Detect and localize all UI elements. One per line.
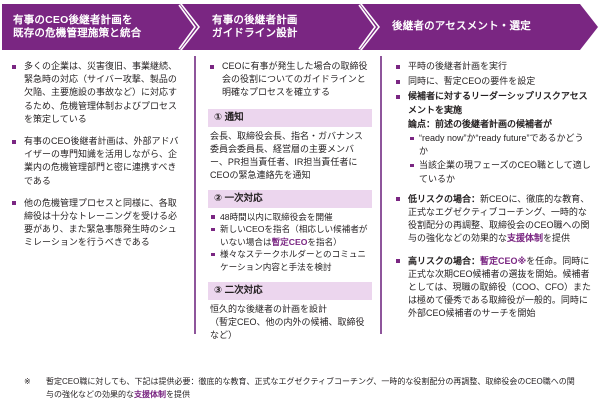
column-integration: 多くの企業は、災害復旧、事業継続、緊急時の対応（サイバー攻撃、製品の欠陥、主要施… (2, 56, 194, 352)
step-notification: ① 通知 会長、取締役会長、指名・ガバナンス委員会委員長、経営層の主要メンバー、… (208, 108, 372, 182)
phase-banner-3-label: 後継者のアセスメント・選定 (392, 20, 531, 33)
column-divider-1 (194, 56, 196, 334)
highlight-term: 支援体制 (507, 233, 544, 244)
phase-banner-1-label: 有事のCEO後継者計画を 既存の危機管理施策と統合 (13, 13, 142, 40)
list-item: 低リスクの場合：新CEOに、徹底的な教育、正式なエグゼクティブコーチング、一時的… (394, 193, 592, 246)
step-primary-response-body: 48時間以内に取締役会を開催 新しいCEOを指名（相応しい候補者がいない場合は暫… (208, 208, 372, 274)
list-item: 平時の後継者計画を実行 (394, 60, 592, 73)
column-divider-2 (380, 56, 382, 334)
footnote-marker: ※ (24, 377, 31, 386)
list-item-text-bold: 候補者に対するリーダーシップリスクアセスメントを実施 (408, 91, 588, 115)
step-primary-response-list: 48時間以内に取締役会を開催 新しいCEOを指名（相応しい候補者がいない場合は暫… (210, 211, 370, 274)
list-item: 候補者に対するリーダーシップリスクアセスメントを実施 論点：前述の後継者計画の候… (394, 90, 592, 185)
list-item: CEOに有事が発生した場合の取締役会の役割についてのガイドラインと明確なプロセス… (208, 60, 372, 100)
step-secondary-response-header: ③ 二次対応 (208, 281, 372, 300)
phase-banner-2[interactable]: 有事の後継者計画 ガイドライン設計 (182, 4, 378, 50)
step-notification-body: 会長、取締役会長、指名・ガバナンス委員会委員長、経営層の主要メンバー、PR担当責… (208, 127, 372, 182)
risk-scenario-list: 低リスクの場合：新CEOに、徹底的な教育、正式なエグゼクティブコーチング、一時的… (394, 193, 592, 321)
list-item: 当該企業の現フェーズのCEO職として適しているか (408, 159, 592, 185)
step-notification-text: 会長、取締役会長、指名・ガバナンス委員会委員長、経営層の主要メンバー、PR担当責… (210, 130, 363, 180)
step-secondary-response: ③ 二次対応 恒久的な後継者の計画を設計 （暫定CEO、他の内外の候補、取締役な… (208, 281, 372, 342)
risk-label-low: 低リスクの場合： (408, 193, 481, 204)
list-item: “ready now”か“ready future”であるかどうか (408, 132, 592, 158)
column2-intro-list: CEOに有事が発生した場合の取締役会の役割についてのガイドラインと明確なプロセス… (208, 60, 372, 100)
phase-banner-2-label: 有事の後継者計画 ガイドライン設計 (212, 13, 298, 40)
list-item: 他の危機管理プロセスと同様に、各取締役は十分なトレーニングを受ける必要があり、ま… (10, 197, 184, 250)
step-secondary-response-text: 恒久的な後継者の計画を設計 （暫定CEO、他の内外の候補、取締役など） (210, 303, 365, 340)
phase-banner-1[interactable]: 有事のCEO後継者計画を 既存の危機管理施策と統合 (2, 4, 198, 50)
list-item-text-pre: 新しいCEOを指名（相応しい候補者がいない場合は (220, 224, 368, 247)
phase-banner-3[interactable]: 後継者のアセスメント・選定 (362, 4, 598, 50)
footnote-text: 暫定CEO職に対しても、下記は提供必要：徹底的な教育、正式なエグゼクティブコーチ… (46, 376, 580, 401)
list-item: 有事のCEO後継者計画は、外部アドバイザーの専門知識を活用しながら、企業内の危機… (10, 135, 184, 188)
list-item: 新しいCEOを指名（相応しい候補者がいない場合は暫定CEOを指名） (210, 223, 370, 248)
list-item: 高リスクの場合：暫定CEO※を任命。同時に正式な次期CEO候補者の選抜を開始。候… (394, 255, 592, 321)
step-primary-response: ② 一次対応 48時間以内に取締役会を開催 新しいCEOを指名（相応しい候補者が… (208, 189, 372, 274)
list-item-text-post: を指名） (307, 236, 342, 247)
column1-bullet-list: 多くの企業は、災害復旧、事業継続、緊急時の対応（サイバー攻撃、製品の欠陥、主要施… (10, 60, 184, 250)
step-notification-header: ① 通知 (208, 108, 372, 127)
list-item: 様々なステークホルダーとのコミュニケーション内容と手法を検討 (210, 248, 370, 273)
issue-label: 論点：前述の後継者計画の候補者が (408, 118, 553, 129)
risk-label-high: 高リスクの場合： (408, 255, 481, 266)
issue-sub-list: “ready now”か“ready future”であるかどうか 当該企業の現… (408, 132, 592, 186)
list-item-text-pre: 様々なステークホルダーとのコミュニケーション内容と手法を検討 (220, 249, 367, 272)
list-item-text-pre: 48時間以内に取締役会を開催 (220, 211, 333, 222)
risk-text-post: を任命。同時に正式な次期CEO候補者の選抜を開始。候補者としては、現職の取締役（… (408, 255, 592, 319)
risk-text-post: を提供 (543, 233, 571, 244)
highlight-term: 支援体制 (134, 389, 166, 399)
highlight-term: 暫定CEO (271, 236, 308, 247)
list-item: 48時間以内に取締役会を開催 (210, 211, 370, 224)
content-columns: 多くの企業は、災害復旧、事業継続、緊急時の対応（サイバー攻撃、製品の欠陥、主要施… (0, 52, 600, 352)
list-item: 多くの企業は、災害復旧、事業継続、緊急時の対応（サイバー攻撃、製品の欠陥、主要施… (10, 60, 184, 126)
column-assessment: 平時の後継者計画を実行 同時に、暫定CEOの要件を設定 候補者に対するリーダーシ… (380, 56, 598, 352)
footnote: ※ 暫定CEO職に対しても、下記は提供必要：徹底的な教育、正式なエグゼクティブコ… (0, 372, 600, 409)
highlight-term: 暫定CEO※ (480, 255, 527, 266)
phase-banner-row: 有事のCEO後継者計画を 既存の危機管理施策と統合 有事の後継者計画 ガイドライ… (0, 0, 600, 52)
footnote-text-pre: 暫定CEO職に対しても、下記は提供必要：徹底的な教育、正式なエグゼクティブコーチ… (46, 377, 575, 399)
risk-text-pre: 新CEOに、徹底的な教育、正式なエグゼクティブコーチング、一時的な役割配分の再調… (408, 193, 590, 244)
list-item: 同時に、暫定CEOの要件を設定 (394, 75, 592, 88)
step-secondary-response-body: 恒久的な後継者の計画を設計 （暫定CEO、他の内外の候補、取締役など） (208, 300, 372, 342)
footnote-text-post: を提供 (166, 389, 190, 399)
column-guideline: CEOに有事が発生した場合の取締役会の役割についてのガイドラインと明確なプロセス… (194, 56, 380, 352)
step-primary-response-header: ② 一次対応 (208, 189, 372, 208)
column3-bullet-list: 平時の後継者計画を実行 同時に、暫定CEOの要件を設定 候補者に対するリーダーシ… (394, 60, 592, 186)
